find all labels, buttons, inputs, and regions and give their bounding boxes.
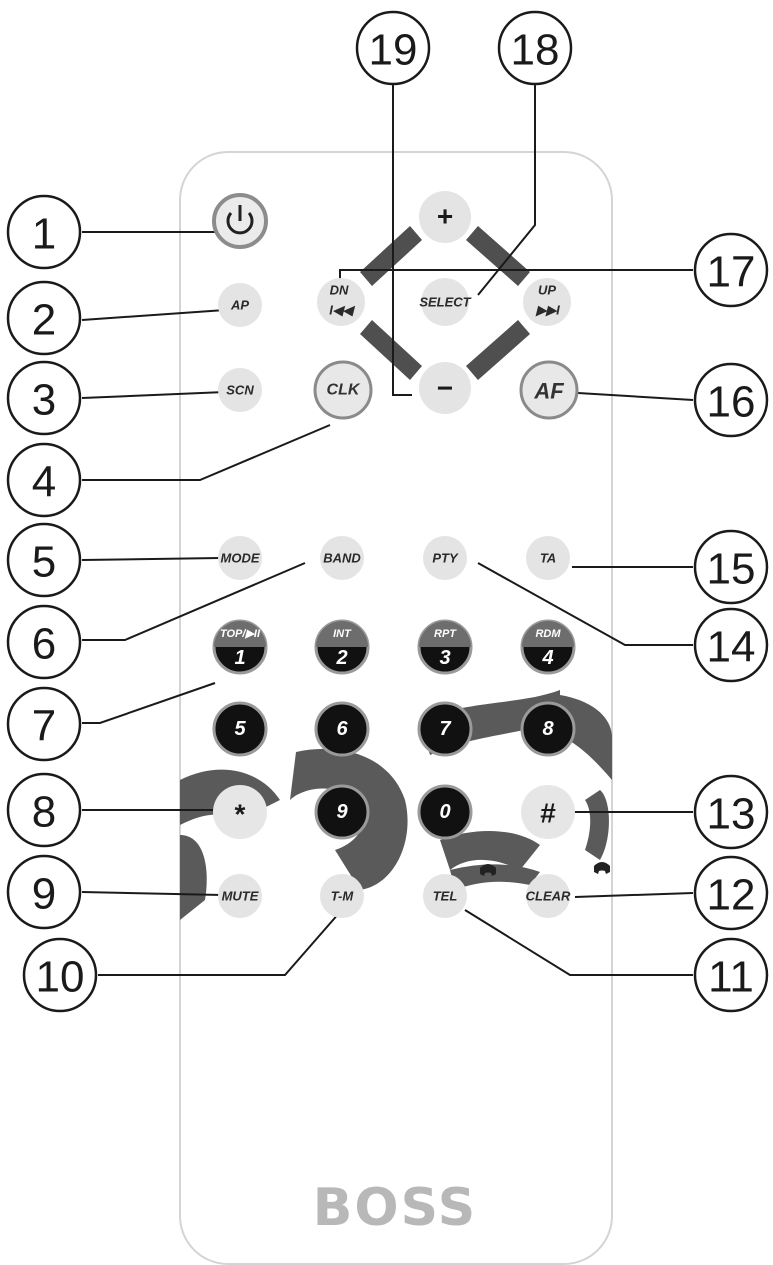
callout-10: 10 [36, 953, 85, 1002]
clear-button[interactable]: CLEAR [526, 874, 571, 918]
minus-label: − [437, 373, 453, 404]
key-9-label: 9 [336, 801, 348, 823]
callout-9: 9 [32, 870, 56, 919]
up-label: UP [538, 283, 556, 298]
key-6-button[interactable]: 6 [314, 701, 370, 757]
ap-button[interactable]: AP [218, 283, 262, 327]
callout-2: 2 [32, 296, 56, 345]
clear-label: CLEAR [526, 889, 571, 904]
callout-12: 12 [707, 871, 756, 920]
tm-button[interactable]: T-M [320, 874, 364, 918]
key-4-label: 4 [541, 647, 553, 669]
key-2-top-label: INT [333, 628, 352, 640]
callout-6: 6 [32, 620, 56, 669]
power-button[interactable] [212, 193, 268, 249]
key-3-button[interactable]: RPT 3 [417, 619, 473, 675]
remote-body [179, 151, 613, 1265]
plus-label: + [437, 201, 453, 232]
phone-hangup-icon [594, 862, 610, 874]
key-1-label: 1 [234, 647, 245, 669]
tm-label: T-M [331, 889, 355, 904]
callout-17: 17 [707, 248, 756, 297]
key-1-top-label: TOP/▶II [220, 628, 261, 640]
volume-down-button[interactable]: − [419, 362, 471, 414]
pty-label: PTY [432, 551, 459, 566]
key-6-label: 6 [336, 718, 348, 740]
prev-track-icon: I◀◀ [329, 303, 356, 318]
dn-label: DN [330, 283, 349, 298]
callout-15: 15 [707, 545, 756, 594]
key-5-button[interactable]: 5 [212, 701, 268, 757]
brand-logo: BOSS [313, 1178, 477, 1238]
select-button[interactable]: SELECT [419, 278, 472, 326]
key-0-label: 0 [439, 801, 450, 823]
key-9-button[interactable]: 9 [314, 784, 370, 840]
up-next-button[interactable]: UP ▶▶I [523, 278, 571, 326]
clk-button[interactable]: CLK [313, 360, 373, 420]
key-8-label: 8 [542, 718, 554, 740]
tel-button[interactable]: TEL [423, 874, 467, 918]
scn-label: SCN [226, 383, 254, 398]
callout-19: 19 [369, 26, 418, 75]
callouts [6, 10, 769, 1013]
mute-label: MUTE [222, 889, 259, 904]
band-label: BAND [323, 551, 361, 566]
mode-button[interactable]: MODE [218, 536, 262, 580]
callout-11: 11 [708, 953, 754, 1002]
ta-label: TA [540, 551, 556, 566]
af-label: AF [533, 379, 564, 404]
key-2-button[interactable]: INT 2 [314, 619, 370, 675]
callout-8: 8 [32, 788, 56, 837]
callout-1: 1 [32, 210, 56, 259]
key-3-label: 3 [439, 647, 450, 669]
ap-label: AP [230, 298, 249, 313]
select-label: SELECT [419, 295, 471, 310]
clk-label: CLK [327, 382, 361, 399]
tel-label: TEL [433, 889, 458, 904]
callout-4: 4 [32, 458, 56, 507]
star-label: * [235, 799, 246, 830]
key-3-top-label: RPT [434, 628, 457, 640]
key-4-top-label: RDM [535, 628, 561, 640]
phone-answer-icon [480, 864, 496, 876]
band-button[interactable]: BAND [320, 536, 364, 580]
key-0-button[interactable]: 0 [417, 784, 473, 840]
key-7-label: 7 [439, 718, 451, 740]
volume-up-button[interactable]: + [419, 191, 471, 243]
key-2-label: 2 [335, 647, 347, 669]
key-8-button[interactable]: 8 [520, 701, 576, 757]
ta-button[interactable]: TA [526, 536, 570, 580]
callout-5: 5 [32, 538, 56, 587]
scn-button[interactable]: SCN [218, 368, 262, 412]
dn-prev-button[interactable]: DN I◀◀ [317, 278, 365, 326]
pty-button[interactable]: PTY [423, 536, 467, 580]
callout-13: 13 [707, 790, 756, 839]
hash-label: # [540, 798, 556, 829]
key-1-button[interactable]: TOP/▶II 1 [212, 619, 268, 675]
hash-button[interactable]: # [521, 785, 575, 839]
key-5-label: 5 [234, 718, 246, 740]
callout-18: 18 [511, 26, 560, 75]
star-button[interactable]: * [213, 785, 267, 839]
key-7-button[interactable]: 7 [417, 701, 473, 757]
callout-3: 3 [32, 376, 56, 425]
callout-7: 7 [32, 702, 56, 751]
mode-label: MODE [221, 551, 260, 566]
af-button[interactable]: AF [519, 360, 579, 420]
next-track-icon: ▶▶I [535, 303, 560, 318]
callout-16: 16 [707, 378, 756, 427]
leader-lines [81, 75, 694, 976]
mute-button[interactable]: MUTE [218, 874, 262, 918]
callout-14: 14 [707, 623, 756, 672]
key-4-button[interactable]: RDM 4 [520, 619, 576, 675]
